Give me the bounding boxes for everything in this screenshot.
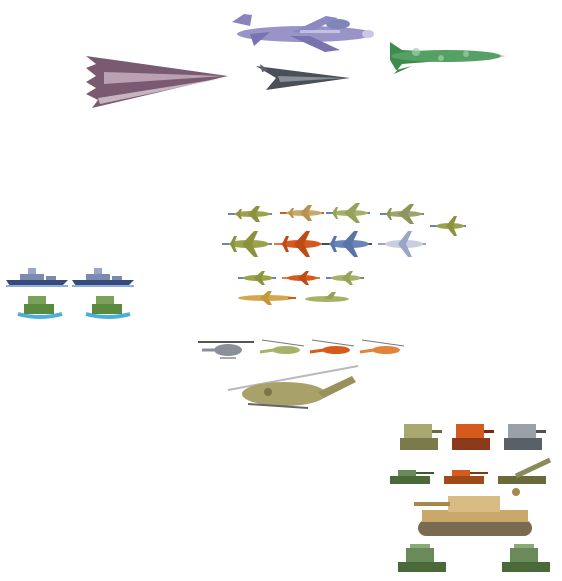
- tank-orange-icon: [444, 470, 488, 484]
- artillery-icon: [498, 457, 552, 484]
- fighter-orange-icon: [274, 231, 324, 257]
- fighter-jet-green-icon: [305, 292, 349, 302]
- fighter-camo-icon: [380, 204, 424, 224]
- warship-2-icon: [72, 268, 134, 287]
- tank-green-icon: [390, 470, 434, 484]
- tank-large-icon: [414, 488, 532, 536]
- turret-red-icon: [452, 424, 494, 450]
- helicopter-ka-icon: [198, 341, 254, 359]
- tu160-blackjack-icon: [390, 42, 506, 74]
- launcher-1-icon: [398, 544, 446, 572]
- launcher-2-icon: [502, 544, 550, 572]
- fighter-blue-icon: [322, 231, 372, 257]
- fighter-mini-green-icon: [326, 271, 364, 285]
- helicopter-orange-icon: [309, 339, 355, 354]
- fighter-tan-icon: [280, 205, 324, 221]
- warship-1-icon: [6, 268, 68, 287]
- f117-nighthawk-icon: [256, 64, 350, 90]
- fighter-green-icon: [326, 203, 370, 223]
- b2-spirit-icon: [86, 56, 228, 108]
- tu95-bear-icon: [232, 14, 374, 52]
- helicopter-large-icon: [227, 365, 359, 409]
- helicopter-green-icon: [259, 339, 305, 354]
- turret-grey-icon: [504, 424, 546, 450]
- helicopter-orange-2-icon: [359, 339, 405, 354]
- hovercraft-1-icon: [17, 296, 63, 319]
- fighter-olive-large-icon: [222, 231, 272, 257]
- fighter-mini-orange-icon: [282, 271, 320, 285]
- turret-olive-icon: [400, 424, 442, 450]
- fighter-jet-tan-icon: [238, 291, 296, 305]
- hovercraft-2-icon: [85, 296, 131, 319]
- fighter-olive-icon: [228, 206, 272, 222]
- fighter-white-icon: [378, 231, 426, 257]
- fighter-small-icon: [430, 216, 466, 236]
- fighter-mini-olive-icon: [238, 271, 276, 285]
